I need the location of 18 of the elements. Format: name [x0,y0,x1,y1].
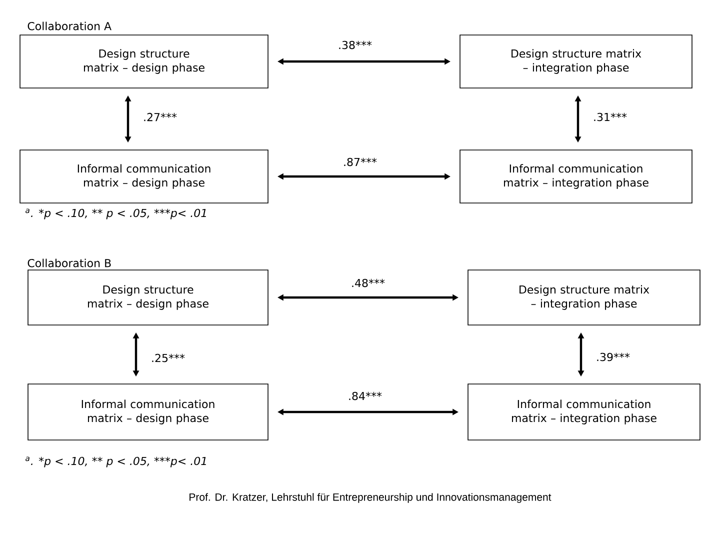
matrix-box: Informal communication matrix – design phase [28,384,268,440]
matrix-box: Design structure matrix – design phase [28,270,268,326]
matrix-box: Informal communication matrix – integration phase [460,150,692,204]
edge-label: .84*** [349,392,382,400]
matrix-box: Informal communication matrix – integration phase [468,384,700,440]
edge-label: .39*** [597,352,630,362]
matrix-box: Design structure matrix – design phase [20,34,268,88]
edge-label: .38*** [339,40,372,50]
edge-label: .25*** [152,354,185,362]
footer-text: Prof. Dr. Kratzer, Lehrstuhl für Entrepreneurship und Innovationsmanagement [190,493,552,503]
edge-label: .31*** [594,112,627,122]
footnote: $^{a}$. *p < .10, ** p < .05, ***p< .01 [26,456,206,468]
edge-label: .87*** [344,158,377,166]
matrix-box: Informal communication matrix – design phase [20,150,268,204]
matrix-box: Design structure matrix – integration phase [460,34,692,88]
edge-label: .48*** [352,278,385,288]
edge-label: .27*** [144,112,177,122]
matrix-box: Design structure matrix – integration phase [468,270,700,326]
